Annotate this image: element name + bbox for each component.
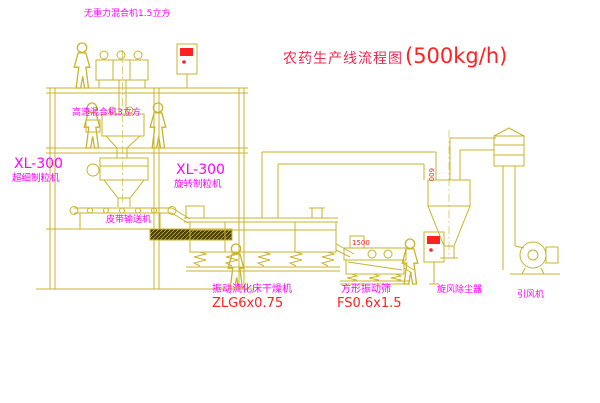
label-cyclone: 旋风除尘器 xyxy=(437,285,483,295)
dimension-screen-width: 1500 xyxy=(352,239,370,247)
cabinet-indicator-light xyxy=(182,60,186,64)
control-cabinet-1 xyxy=(176,43,198,89)
exhaust-duct xyxy=(261,151,437,218)
label-granulator-center-model: XL-300 xyxy=(176,162,225,178)
title-capacity: (500kg/h) xyxy=(405,44,508,68)
label-granulator-left-name: 超细制粒机 xyxy=(12,173,60,184)
label-top-mixer: 无重力混合机1.5立方 xyxy=(84,9,171,19)
granulator xyxy=(86,157,149,207)
label-vibrating-screen: 方形振动筛 xyxy=(341,284,391,295)
diagram-title: 农药生产线流程图 (500kg/h) xyxy=(283,44,507,68)
person-figure xyxy=(149,102,167,149)
cabinet-indicator-light xyxy=(429,248,433,252)
vibrating-screen-unit xyxy=(340,235,415,285)
building-structure xyxy=(36,87,254,290)
high-speed-mixer xyxy=(85,106,145,158)
cabinet-indicator-panel xyxy=(180,48,193,56)
exhaust-stack xyxy=(493,127,525,270)
centerlines xyxy=(122,50,450,258)
label-fluidized-bed-dryer: 振动流化床干燥机 xyxy=(212,284,292,295)
label-vibrating-screen-model: FS0.6x1.5 xyxy=(337,296,402,311)
label-fluidized-bed-dryer-model: ZLG6x0.75 xyxy=(212,296,284,311)
title-text: 农药生产线流程图 xyxy=(283,51,403,67)
control-cabinet-2 xyxy=(423,231,445,285)
cyclone-separator xyxy=(427,137,496,259)
dimension-duct: 600 xyxy=(427,168,435,182)
induced-draft-fan-unit xyxy=(510,241,560,275)
label-granulator-center-name: 旋转制粒机 xyxy=(174,179,222,190)
label-granulator-left-model: XL-300 xyxy=(14,156,63,172)
person-figure xyxy=(401,238,419,285)
label-induced-draft-fan: 引风机 xyxy=(517,290,545,300)
fluidized-bed-dryer xyxy=(184,205,355,272)
person-figure xyxy=(73,42,91,89)
label-high-speed-mixer: 高速混合机3立方 xyxy=(72,108,141,118)
gravity-mixer xyxy=(95,50,149,114)
belt-conveyor xyxy=(69,206,191,229)
cabinet-indicator-panel xyxy=(427,236,440,244)
label-belt-conveyor: 皮带输送机 xyxy=(106,215,152,225)
